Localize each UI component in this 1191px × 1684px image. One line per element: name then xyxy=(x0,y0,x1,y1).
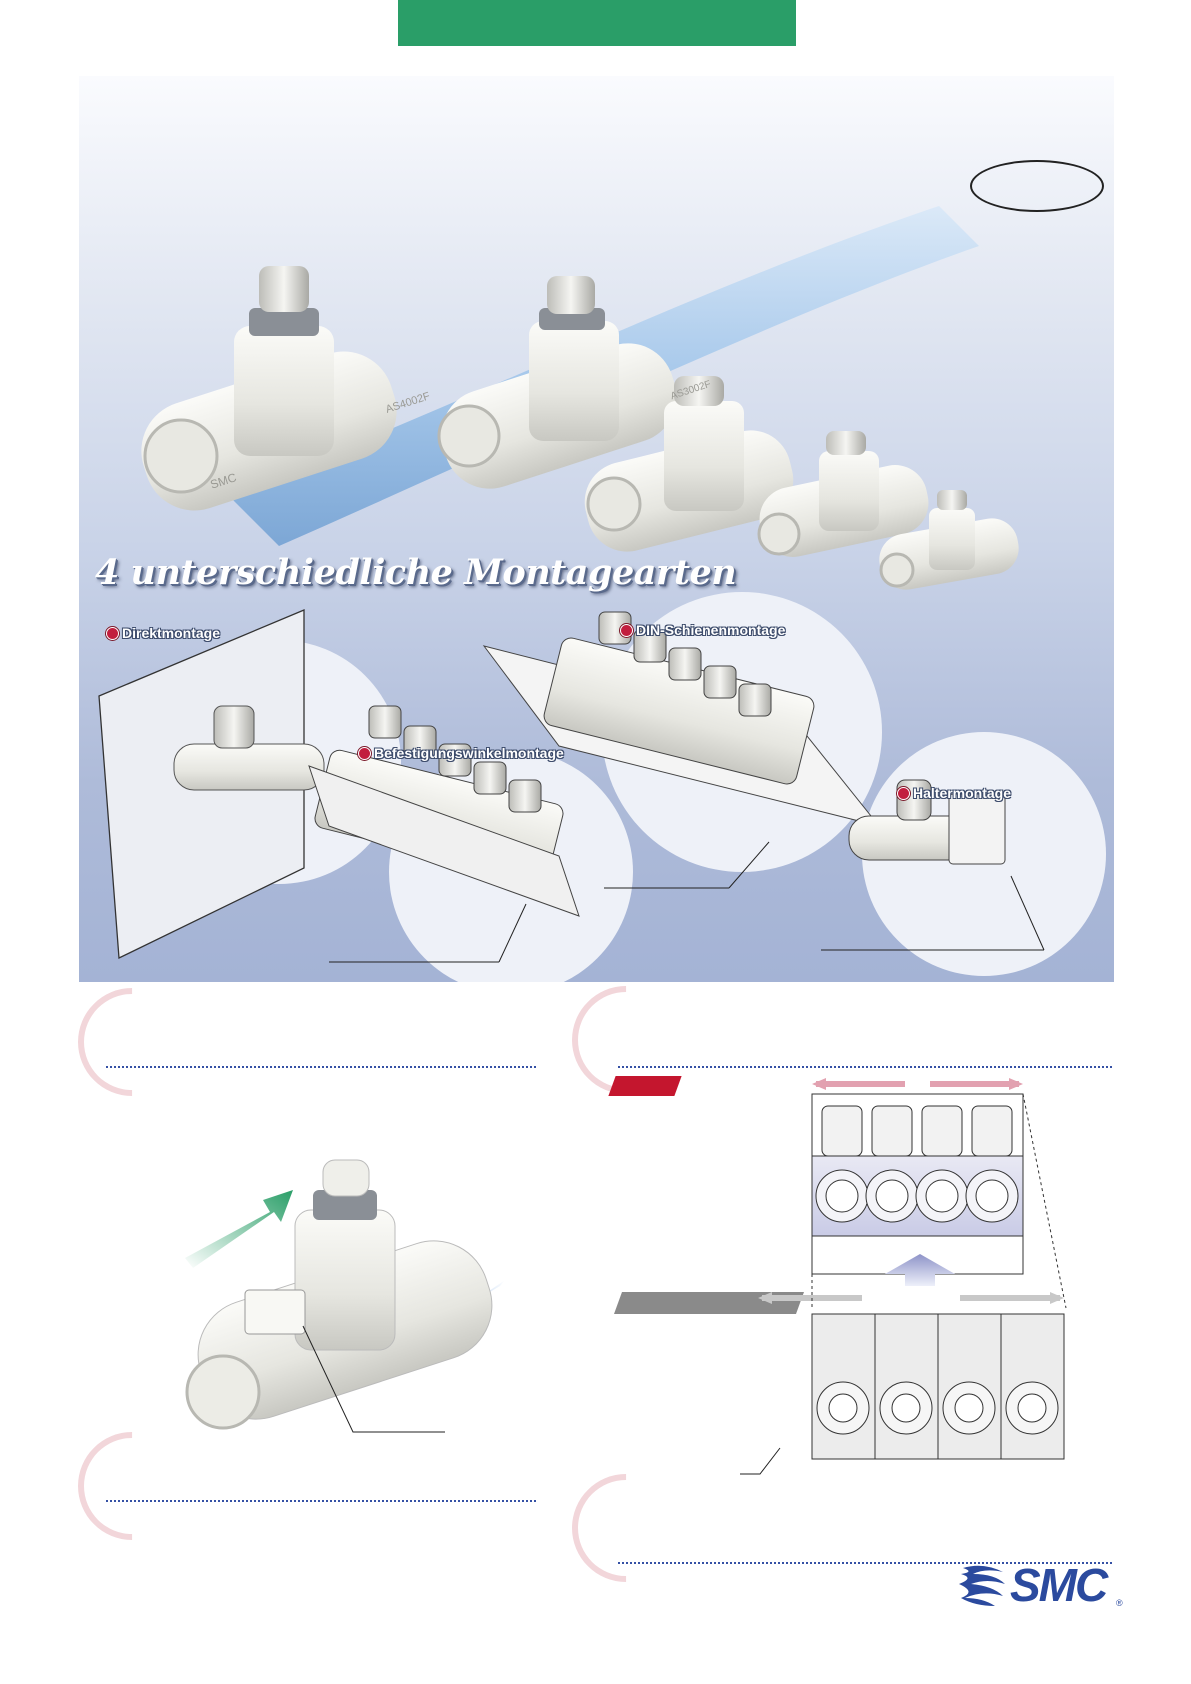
mount-label-text: Direktmontage xyxy=(122,625,221,641)
din-manifold xyxy=(482,611,881,827)
section-arc-4 xyxy=(549,1451,703,1605)
smc-logo-text: SMC xyxy=(1010,1559,1108,1611)
valve-large-1 xyxy=(141,266,397,511)
badge-oval xyxy=(970,160,1104,212)
mount-label-text: Haltermontage xyxy=(913,785,1012,801)
section-rule-4 xyxy=(618,1562,1112,1564)
mount-label-text: Befestigungswinkelmontage xyxy=(374,745,564,761)
valve-small-5 xyxy=(879,490,1019,590)
direct-valve xyxy=(173,743,325,791)
section-rule-3 xyxy=(106,1500,536,1502)
bullet-icon xyxy=(897,787,910,800)
section-rule-1 xyxy=(106,1066,536,1068)
valve-large-2 xyxy=(437,276,677,489)
bracket-manifold xyxy=(308,705,580,917)
top-banner xyxy=(398,0,796,46)
bullet-icon xyxy=(620,624,633,637)
section-rule-2 xyxy=(618,1066,1112,1068)
smc-logo-icon xyxy=(959,1565,1005,1606)
valve-small-4 xyxy=(757,431,929,557)
section-arc-1 xyxy=(55,965,209,1119)
green-arrow-icon xyxy=(185,1190,293,1268)
compare-arrow-icon xyxy=(885,1254,955,1286)
red-label-tag xyxy=(608,1076,682,1096)
mount-label-text: DIN-Schienenmontage xyxy=(636,622,786,638)
bullet-icon xyxy=(358,747,371,760)
valve-medium-3 xyxy=(584,376,794,552)
holder-mount xyxy=(848,779,1006,865)
manifold-comparison-diagram xyxy=(740,1078,1067,1475)
flow-valve-illustration xyxy=(185,1159,505,1433)
hero-title: 4 unterschiedliche Montagearten xyxy=(95,552,737,593)
hero-illustration xyxy=(98,206,1106,982)
bullet-icon xyxy=(106,627,119,640)
registered-mark: ® xyxy=(1116,1598,1123,1608)
